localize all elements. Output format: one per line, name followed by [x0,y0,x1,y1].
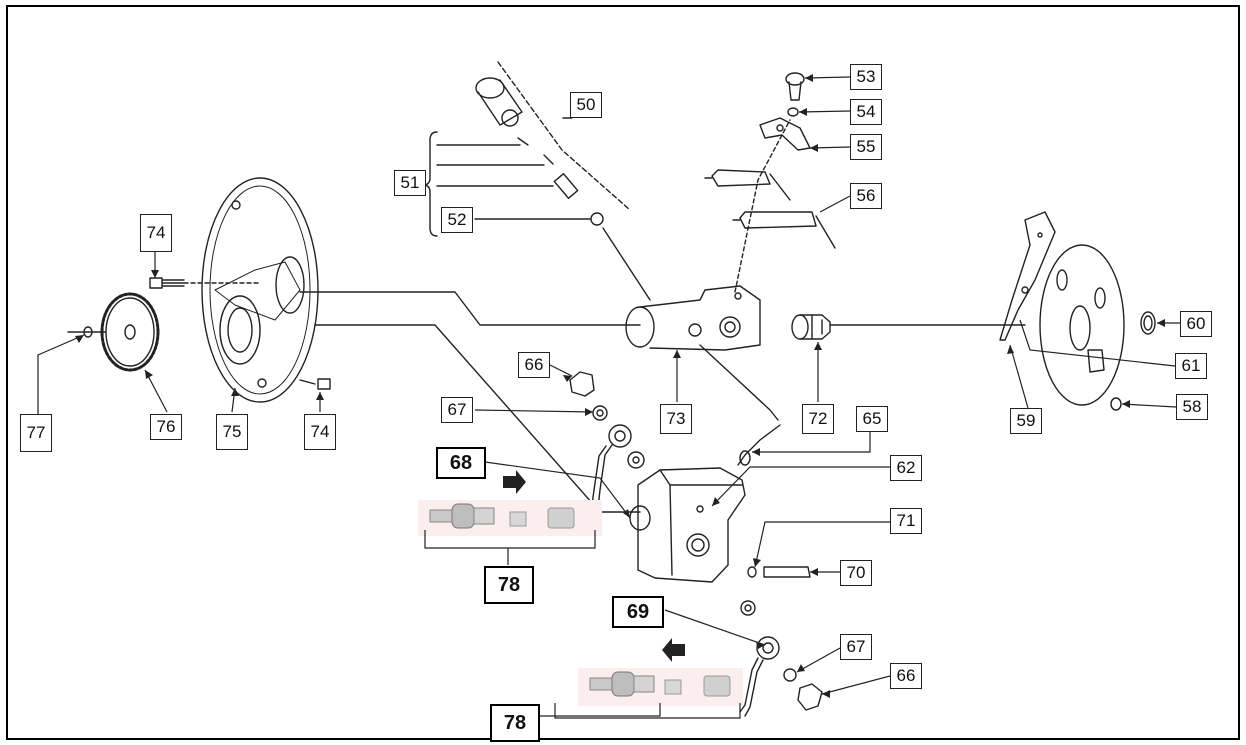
valve-body-part [625,285,761,351]
callout-59: 59 [1010,408,1042,434]
mounting-plate-part [201,177,319,403]
washer-part [787,107,799,117]
electrode-part-upper [704,169,791,201]
adapter-fitting-part [791,314,831,340]
quick-connector-kit-upper [418,470,602,536]
callout-76: 76 [150,414,182,440]
cover-disc-part [1039,244,1125,406]
callout-65: 65 [856,406,888,432]
callout-66-lower: 66 [890,663,922,689]
lower-fitting-part [740,600,823,711]
bracket-part [759,117,811,151]
callout-77: 77 [20,414,52,452]
pipe-nipple-part [737,424,781,466]
callout-74-lower: 74 [304,414,336,450]
callout-51: 51 [394,170,426,196]
callout-55: 55 [850,134,882,160]
callout-78-lower: 78 [490,704,540,742]
callout-58: 58 [1176,394,1208,420]
callout-66-upper: 66 [518,352,550,378]
callout-67-lower: 67 [840,634,872,660]
callout-61: 61 [1175,353,1207,379]
pump-block-part [629,467,746,583]
callout-73: 73 [660,404,692,434]
bolt-part-upper [149,277,185,289]
plug-part [1110,397,1122,411]
callout-arrowheads [75,74,1165,698]
callout-71: 71 [890,508,922,534]
callout-78-upper: 78 [484,566,534,604]
drive-gear-part [100,292,160,372]
callout-72: 72 [802,404,834,434]
ignition-lead-part [999,211,1056,341]
callout-56: 56 [850,183,882,209]
electrode-part-lower [732,211,836,249]
nozzle-assembly-part [475,77,604,226]
diagram-border [6,5,1240,740]
callout-53: 53 [850,64,882,90]
o-ring-part [1140,311,1156,335]
bolt-part-lower [299,378,331,390]
callout-75: 75 [216,414,248,450]
upper-fitting-part [569,371,645,469]
callout-52: 52 [441,207,473,233]
callout-leader-lines [37,76,1180,719]
cap-screw-part [747,566,811,578]
callout-74-upper: 74 [140,214,172,252]
callout-69: 69 [612,596,664,628]
screw-part [785,72,805,101]
callout-50: 50 [570,92,602,118]
quick-connector-kit-lower [578,638,743,706]
callout-62: 62 [890,455,922,481]
callout-67-upper: 67 [441,397,473,423]
callout-54: 54 [850,99,882,125]
callout-70: 70 [840,560,872,586]
callout-68: 68 [436,447,486,479]
callout-60: 60 [1180,311,1212,337]
